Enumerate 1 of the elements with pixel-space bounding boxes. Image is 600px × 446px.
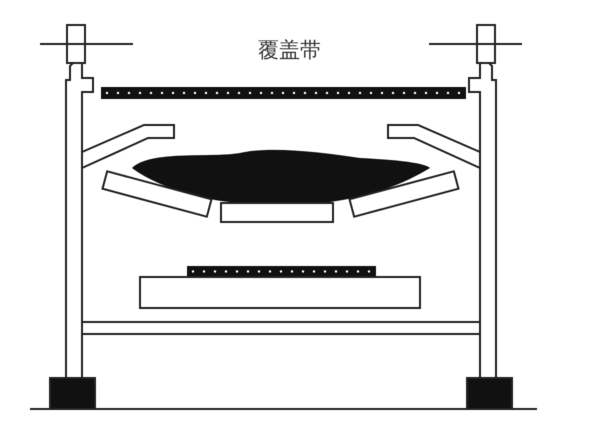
part-label: 覆盖带 xyxy=(258,37,321,64)
